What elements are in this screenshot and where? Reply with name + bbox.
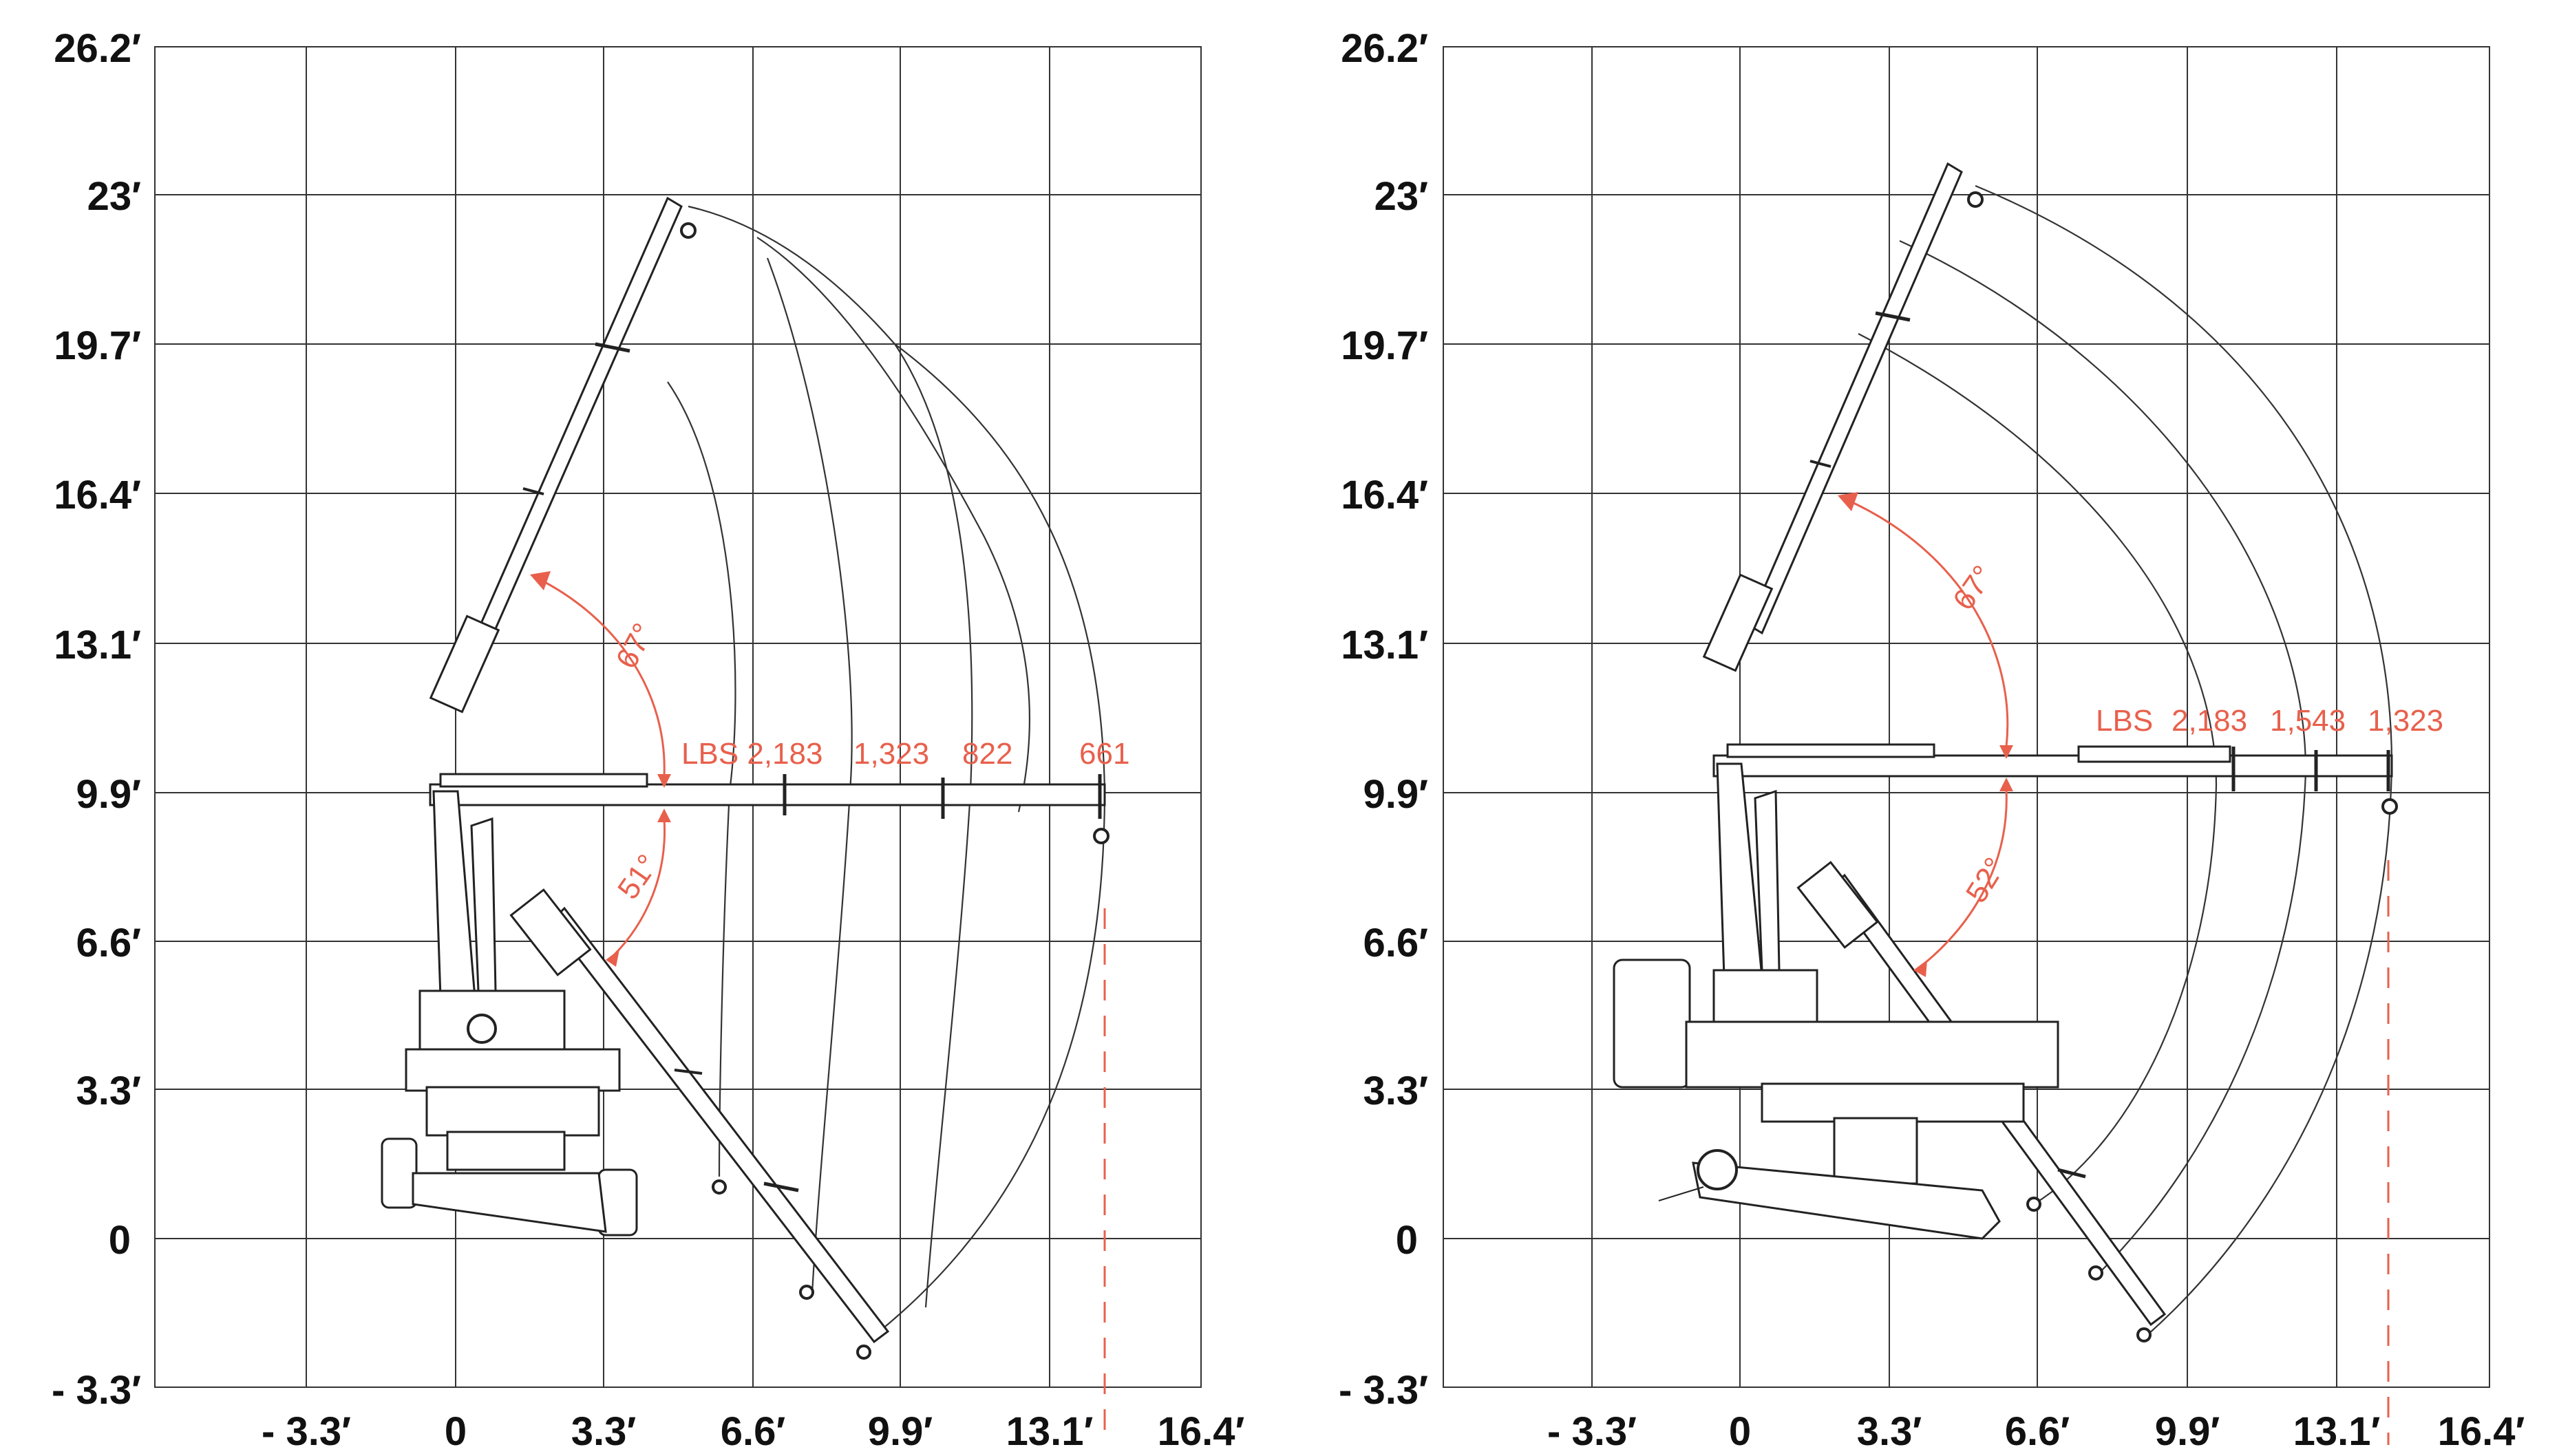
y-tick: 23′ [87, 174, 141, 219]
right-horizontal-boom [1712, 743, 2398, 815]
x-tick: 13.1′ [2293, 1409, 2381, 1454]
y-tick: 13.1′ [54, 623, 141, 667]
load-label: 1,323 [2368, 704, 2443, 738]
left-upper-angle: 67° [610, 618, 661, 674]
right-load-labels: LBS 2,183 1,543 1,323 [2096, 704, 2443, 738]
y-tick: 23′ [1374, 174, 1428, 219]
y-tick: 6.6′ [1363, 921, 1428, 965]
load-label: 822 [962, 737, 1012, 771]
right-y-axis: 26.2′ 23′ 19.7′ 16.4′ 13.1′ 9.9′ 6.6′ 3.… [1339, 26, 1428, 1413]
y-tick: 13.1′ [1341, 623, 1428, 667]
y-tick: - 3.3′ [1339, 1368, 1428, 1413]
x-tick: 9.9′ [2155, 1409, 2220, 1454]
right-x-axis: - 3.3′ 0 3.3′ 6.6′ 9.9′ 13.1′ 16.4′ [1547, 1409, 2525, 1454]
y-tick: 0 [1396, 1218, 1418, 1263]
right-upper-boom [1702, 162, 1984, 672]
left-grid [154, 46, 1202, 1388]
left-x-axis: - 3.3′ 0 3.3′ 6.6′ 9.9′ 13.1′ 16.4′ [262, 1409, 1244, 1454]
right-machine [1613, 762, 2059, 1240]
x-tick: 6.6′ [2005, 1409, 2070, 1454]
y-tick: 19.7′ [1341, 323, 1428, 368]
y-tick: 0 [109, 1218, 131, 1263]
right-upper-angle: 67° [1946, 559, 2000, 617]
right-panel: 26.2′ 23′ 19.7′ 16.4′ 13.1′ 9.9′ 6.6′ 3.… [1339, 26, 2525, 1454]
y-tick: 3.3′ [1363, 1069, 1428, 1113]
x-tick: 16.4′ [1158, 1409, 1245, 1454]
y-tick: 26.2′ [1341, 26, 1428, 71]
left-upper-boom [429, 196, 697, 714]
left-lower-boom [509, 888, 890, 1360]
y-tick: 9.9′ [76, 772, 141, 817]
x-tick: - 3.3′ [262, 1409, 351, 1454]
y-tick: 19.7′ [54, 323, 141, 368]
load-label: 1,543 [2270, 704, 2346, 738]
y-tick: 9.9′ [1363, 772, 1428, 817]
load-label: 1,323 [853, 737, 929, 771]
x-tick: 16.4′ [2438, 1409, 2525, 1454]
x-tick: - 3.3′ [1547, 1409, 1637, 1454]
load-label: 661 [1079, 737, 1129, 771]
left-reach-arcs [667, 205, 1106, 1339]
x-tick: 0 [445, 1409, 467, 1454]
x-tick: 9.9′ [868, 1409, 933, 1454]
load-label: 2,183 [2172, 704, 2247, 738]
right-grid [1443, 46, 2490, 1388]
x-tick: 3.3′ [571, 1409, 637, 1454]
left-lower-angle: 51° [611, 848, 665, 906]
load-label: LBS 2,183 [681, 737, 823, 771]
left-machine [381, 790, 638, 1236]
y-tick: 3.3′ [76, 1069, 141, 1113]
left-load-labels: LBS 2,183 1,323 822 661 [681, 737, 1129, 771]
left-horizontal-boom [429, 773, 1109, 844]
x-tick: 0 [1729, 1409, 1751, 1454]
left-y-axis: 26.2′ 23′ 19.7′ 16.4′ 13.1′ 9.9′ 6.6′ 3.… [52, 26, 141, 1413]
x-tick: 6.6′ [721, 1409, 786, 1454]
load-label: LBS [2096, 704, 2153, 738]
left-panel: 26.2′ 23′ 19.7′ 16.4′ 13.1′ 9.9′ 6.6′ 3.… [52, 26, 1244, 1454]
y-tick: 6.6′ [76, 921, 141, 965]
y-tick: - 3.3′ [52, 1368, 141, 1413]
y-tick: 26.2′ [54, 26, 141, 71]
x-tick: 3.3′ [1857, 1409, 1922, 1454]
y-tick: 16.4′ [1341, 473, 1428, 517]
y-tick: 16.4′ [54, 473, 141, 517]
right-lower-angle: 52° [1960, 852, 2013, 908]
x-tick: 13.1′ [1006, 1409, 1094, 1454]
